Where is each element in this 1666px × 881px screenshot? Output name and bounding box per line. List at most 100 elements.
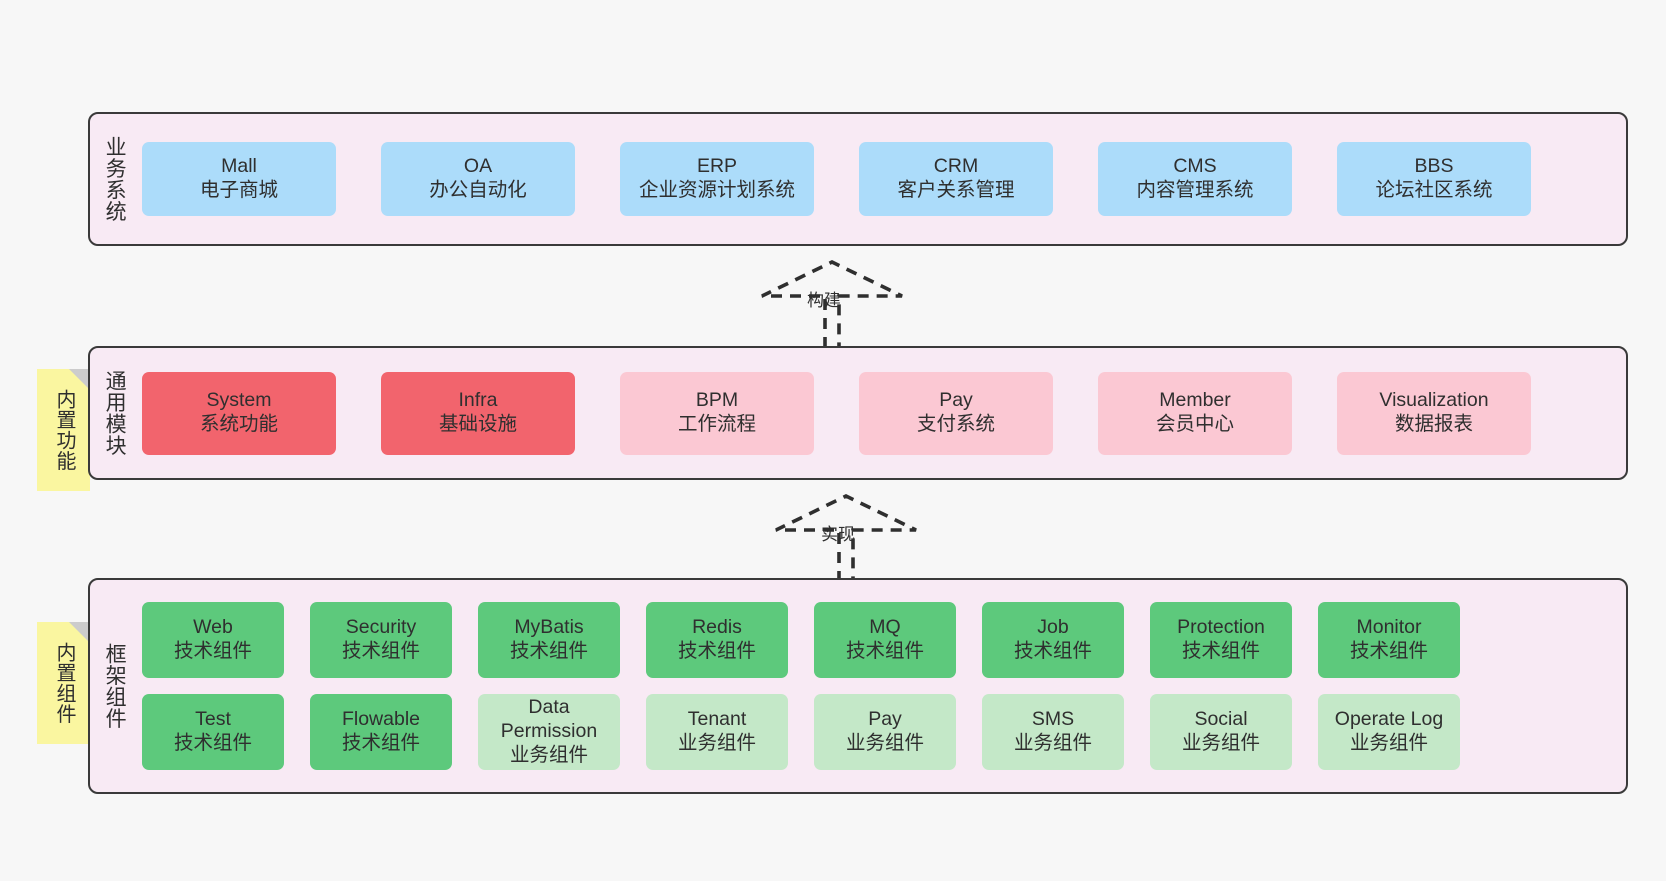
module-box-title: Flowable: [341, 708, 421, 731]
module-box-title: Operate Log: [1334, 708, 1444, 731]
connector-build: 构建: [752, 256, 912, 348]
module-box-subtitle: 企业资源计划系统: [638, 179, 795, 201]
module-box-subtitle: 技术组件: [1349, 640, 1428, 662]
module-box-title: Redis: [692, 616, 742, 639]
module-box-subtitle: 技术组件: [341, 732, 420, 754]
module-box-title: OA: [463, 155, 493, 178]
module-box-title: Pay: [868, 708, 902, 731]
module-box-title: CRM: [933, 155, 979, 178]
module-box-subtitle: 数据报表: [1394, 413, 1473, 435]
module-box-subtitle: 技术组件: [341, 640, 420, 662]
module-box-title: Visualization: [1379, 389, 1489, 412]
module-box-title: MQ: [869, 616, 901, 639]
connector-implement: 实现: [766, 490, 926, 582]
module-box-title: CMS: [1173, 155, 1217, 178]
module-box-subtitle: 会员中心: [1155, 413, 1234, 435]
module-box-subtitle: 系统功能: [199, 413, 278, 435]
module-box-subtitle: 业务组件: [1349, 732, 1428, 754]
module-box-subtitle: 论坛社区系统: [1375, 179, 1493, 201]
module-box-title: ERP: [696, 155, 738, 178]
module-box-title: Pay: [939, 389, 973, 412]
note-fold-corner-icon: [69, 369, 90, 390]
sticky-note-builtin-components-label: 内置组件: [53, 642, 75, 724]
module-box-title: Test: [195, 708, 231, 731]
module-box-subtitle: 客户关系管理: [897, 179, 1015, 201]
module-box-subtitle: 业务组件: [509, 743, 588, 766]
module-box-subtitle: 技术组件: [173, 640, 252, 662]
module-box-subtitle: 业务组件: [1181, 732, 1260, 754]
sticky-note-builtin-components: 内置组件: [37, 622, 90, 744]
module-box-title: Member: [1159, 389, 1231, 412]
module-box-subtitle: 业务组件: [1013, 732, 1092, 754]
module-box-subtitle: 技术组件: [1013, 640, 1092, 662]
module-box-title: Security: [345, 616, 417, 639]
module-box-title: Data Permission: [500, 696, 598, 743]
module-box-subtitle: 业务组件: [677, 732, 756, 754]
module-box-title: Mall: [221, 155, 257, 178]
module-box-title: Monitor: [1356, 616, 1422, 639]
module-box-subtitle: 技术组件: [845, 640, 924, 662]
connector-implement-label: 实现: [821, 525, 855, 544]
module-box-subtitle: 电子商城: [199, 179, 278, 201]
module-box-title: Tenant: [687, 708, 747, 731]
module-box-title: BPM: [695, 389, 739, 412]
layer-title-common-modules: 通用模块: [103, 370, 127, 456]
module-box-title: System: [206, 389, 272, 412]
module-box-title: Protection: [1177, 616, 1265, 639]
module-box-subtitle: 基础设施: [438, 413, 517, 435]
layer-title-framework-components: 框架组件: [103, 643, 127, 729]
note-fold-corner-icon: [69, 622, 90, 643]
module-box-subtitle: 业务组件: [845, 732, 924, 754]
module-box-title: BBS: [1414, 155, 1454, 178]
module-box-subtitle: 技术组件: [173, 732, 252, 754]
connector-implement-arrow: [775, 493, 917, 582]
module-box-subtitle: 技术组件: [1181, 640, 1260, 662]
module-box-title: Web: [193, 616, 233, 639]
sticky-note-builtin-features-label: 内置功能: [53, 389, 75, 471]
layer-title-business-systems: 业务系统: [103, 136, 127, 222]
sticky-note-builtin-features: 内置功能: [37, 369, 90, 491]
module-box-title: SMS: [1031, 708, 1075, 731]
module-box-subtitle: 技术组件: [509, 640, 588, 662]
module-box-subtitle: 内容管理系统: [1136, 179, 1254, 201]
module-box-subtitle: 工作流程: [677, 413, 756, 435]
